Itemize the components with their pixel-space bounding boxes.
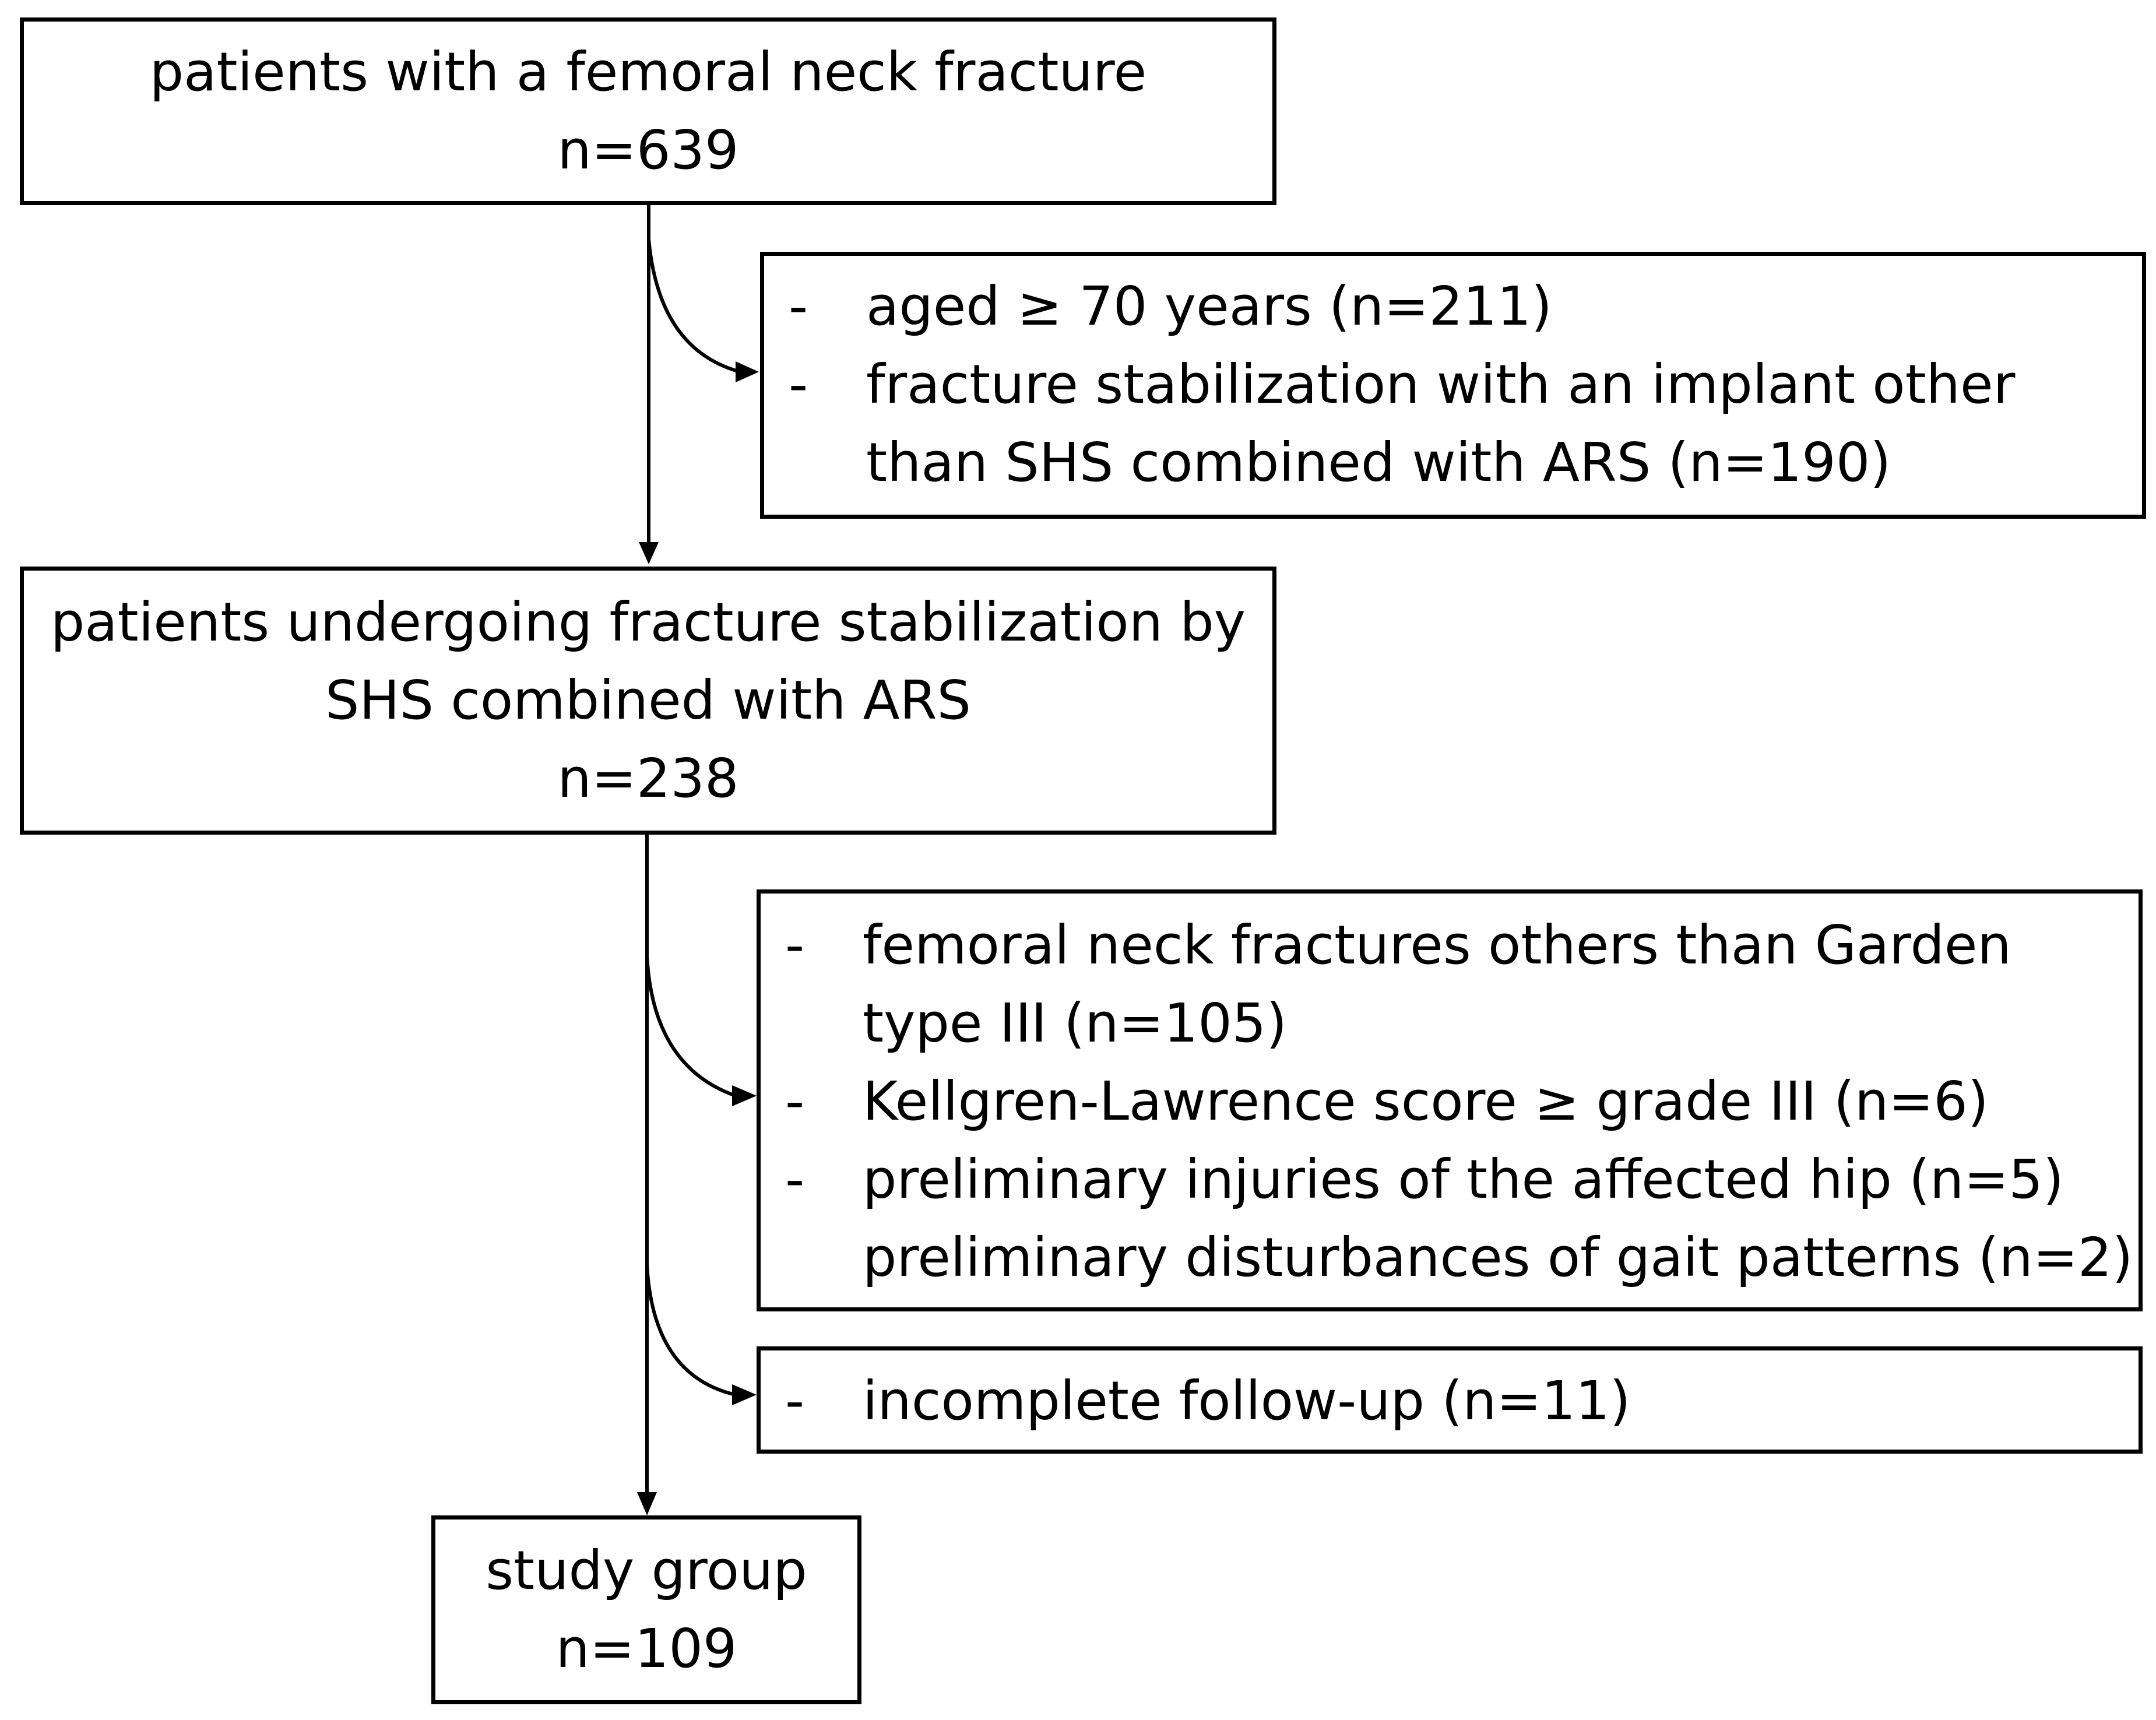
- exclusion-item-text: preliminary injuries of the affected hip…: [863, 1148, 2064, 1211]
- main-arrowhead-2: [637, 1492, 657, 1515]
- start-population-title: patients with a femoral neck fracture: [149, 41, 1147, 103]
- study-group-title: study group: [486, 1539, 807, 1602]
- exclusion-curve-3: [645, 1264, 736, 1397]
- exclusion-item-text: incomplete follow-up (n=11): [863, 1370, 1631, 1432]
- exclusion-item-text: fracture stabilization with an implant o…: [866, 353, 2016, 416]
- exclusion-arrowhead-3: [732, 1384, 757, 1405]
- exclusion-arrowhead-1: [736, 361, 759, 382]
- start-population-count: n=639: [557, 119, 739, 181]
- exclusion-item: - preliminary injuries of the affected h…: [761, 1141, 2139, 1297]
- exclusion-box-3: - incomplete follow-up (n=11): [757, 1346, 2143, 1454]
- treated-population-box: patients undergoing fracture stabilizati…: [20, 567, 1276, 835]
- bullet-dash: -: [785, 1070, 805, 1132]
- exclusion-item-text: preliminary disturbances of gait pattern…: [863, 1226, 2133, 1289]
- exclusion-item: - Kellgren-Lawrence score ≥ grade III (n…: [761, 1063, 2139, 1141]
- study-group-box: study group n=109: [431, 1515, 861, 1704]
- bullet-dash: -: [785, 1148, 805, 1211]
- treated-population-count: n=238: [557, 747, 739, 810]
- treated-population-title-line-1: patients undergoing fracture stabilizati…: [50, 591, 1246, 653]
- exclusion-item: - incomplete follow-up (n=11): [761, 1362, 2139, 1440]
- main-arrowhead-1: [639, 542, 659, 564]
- exclusion-item-text: type III (n=105): [863, 992, 1288, 1054]
- bullet-dash: -: [789, 353, 808, 416]
- exclusion-arrowhead-2: [732, 1085, 757, 1106]
- bullet-dash: -: [785, 1370, 805, 1432]
- exclusion-box-1: - aged ≥ 70 years (n=211) - fracture sta…: [760, 252, 2146, 519]
- exclusion-item: - fracture stabilization with an implant…: [764, 346, 2142, 502]
- start-population-box: patients with a femoral neck fracture n=…: [20, 17, 1276, 205]
- exclusion-item-text: than SHS combined with ARS (n=190): [866, 431, 1891, 494]
- exclusion-curve-1: [647, 238, 741, 374]
- exclusion-curve-2: [645, 955, 736, 1098]
- exclusion-item-text: aged ≥ 70 years (n=211): [866, 275, 1552, 337]
- treated-population-title-line-2: SHS combined with ARS: [325, 669, 971, 731]
- exclusion-item-text: Kellgren-Lawrence score ≥ grade III (n=6…: [863, 1070, 1989, 1132]
- bullet-dash: -: [789, 275, 808, 337]
- study-group-count: n=109: [555, 1617, 737, 1680]
- exclusion-item: - aged ≥ 70 years (n=211): [764, 268, 2142, 346]
- exclusion-item: - femoral neck fractures others than Gar…: [761, 906, 2139, 1063]
- exclusion-box-2: - femoral neck fractures others than Gar…: [757, 889, 2143, 1311]
- exclusion-item-text: femoral neck fractures others than Garde…: [863, 914, 2011, 976]
- bullet-dash: -: [785, 914, 805, 976]
